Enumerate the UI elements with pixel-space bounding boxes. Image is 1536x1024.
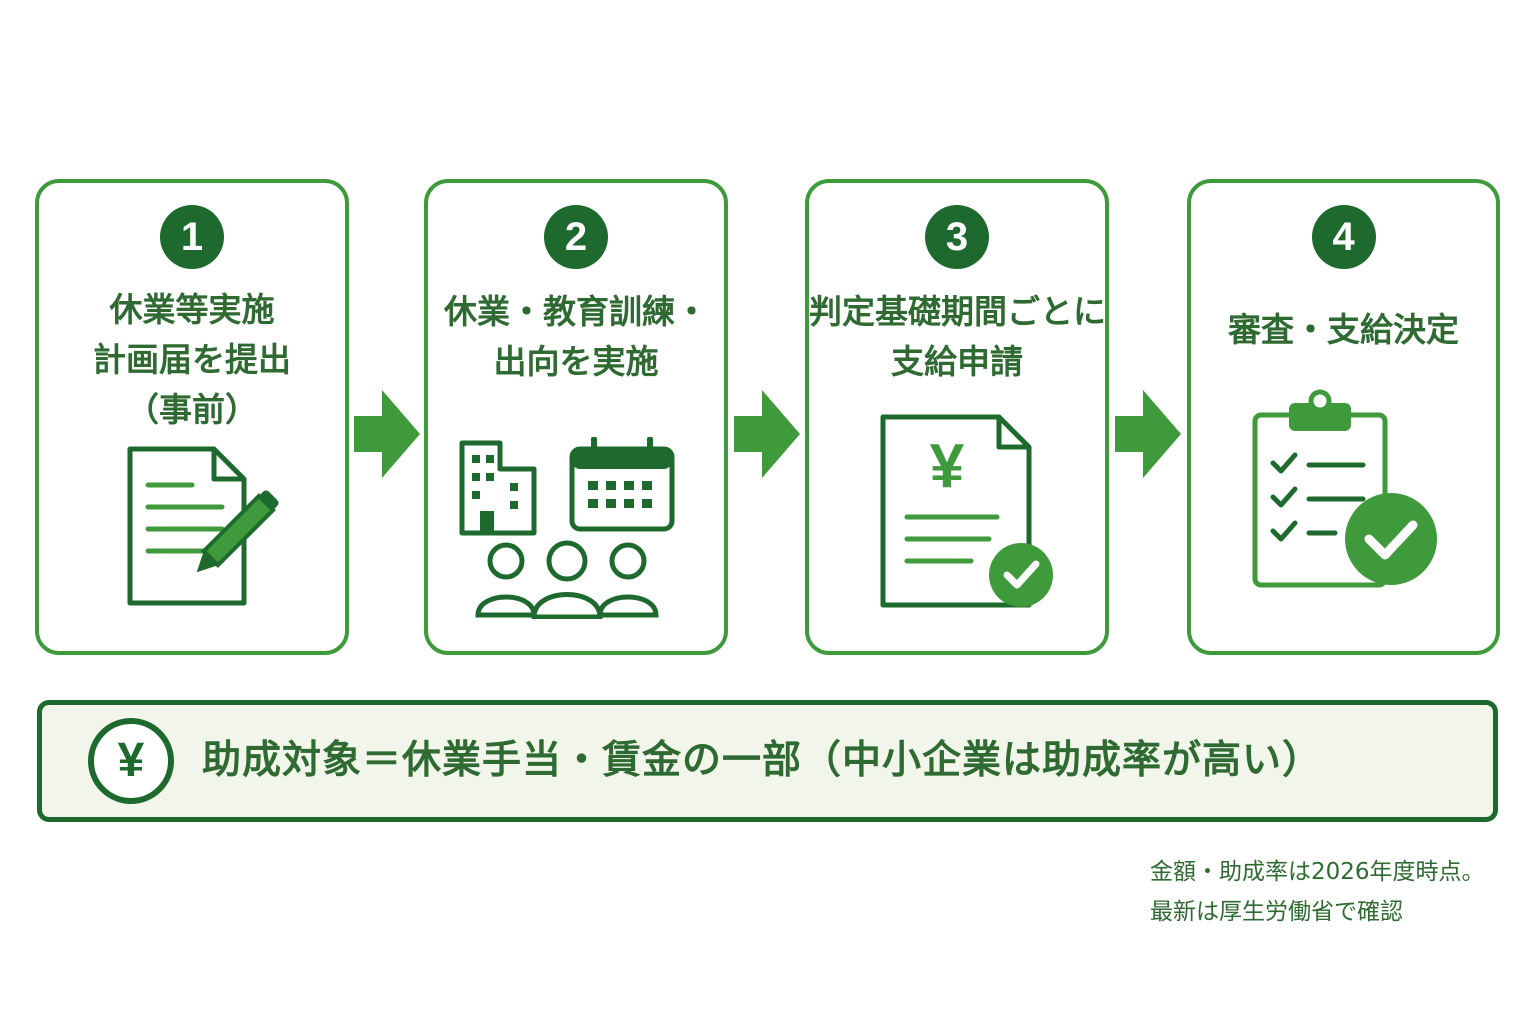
step-number-badge: 4 xyxy=(1311,205,1376,269)
yen-coin-symbol: ¥ xyxy=(117,734,145,787)
step-title: 判定基礎期間ごとに 支給申請 xyxy=(809,292,1106,381)
step-title: 審査・支給決定 xyxy=(1228,310,1459,349)
step-card-4: 4 審査・支給決定 xyxy=(1187,179,1500,655)
yen-document-icon xyxy=(880,414,1053,608)
calendar-icon xyxy=(569,437,675,532)
yen-coin-icon xyxy=(88,718,174,804)
document-pencil-icon xyxy=(127,446,279,606)
arrow-right-icon xyxy=(734,390,800,478)
footnote: 金額・助成率は2026年度時点。 最新は厚生労働省で確認 xyxy=(1150,859,1485,925)
step-number-badge: 2 xyxy=(544,205,608,269)
subsidy-target-banner: ¥ 助成対象＝休業手当・賃金の一部（中小企業は助成率が高い） xyxy=(37,700,1498,822)
step-number-badge: 3 xyxy=(925,205,989,269)
step-title: 休業・教育訓練・ 出向を実施 xyxy=(444,292,708,381)
people-group-icon xyxy=(475,540,659,619)
banner-text: 助成対象＝休業手当・賃金の一部（中小企業は助成率が高い） xyxy=(202,738,1323,783)
step-card-3: 3 判定基礎期間ごとに 支給申請 ¥ xyxy=(805,179,1109,655)
yen-symbol: ¥ xyxy=(929,432,965,501)
building-icon xyxy=(459,440,537,536)
step-card-1: 1 休業等実施 計画届を提出 （事前） xyxy=(35,179,349,655)
arrow-right-icon xyxy=(354,390,420,478)
step-card-2: 2 休業・教育訓練・ 出向を実施 xyxy=(424,179,728,655)
step-title: 休業等実施 計画届を提出 （事前） xyxy=(93,290,291,429)
step-number-badge: 1 xyxy=(160,205,224,269)
clipboard-check-icon xyxy=(1252,389,1437,588)
arrow-right-icon xyxy=(1115,390,1181,478)
